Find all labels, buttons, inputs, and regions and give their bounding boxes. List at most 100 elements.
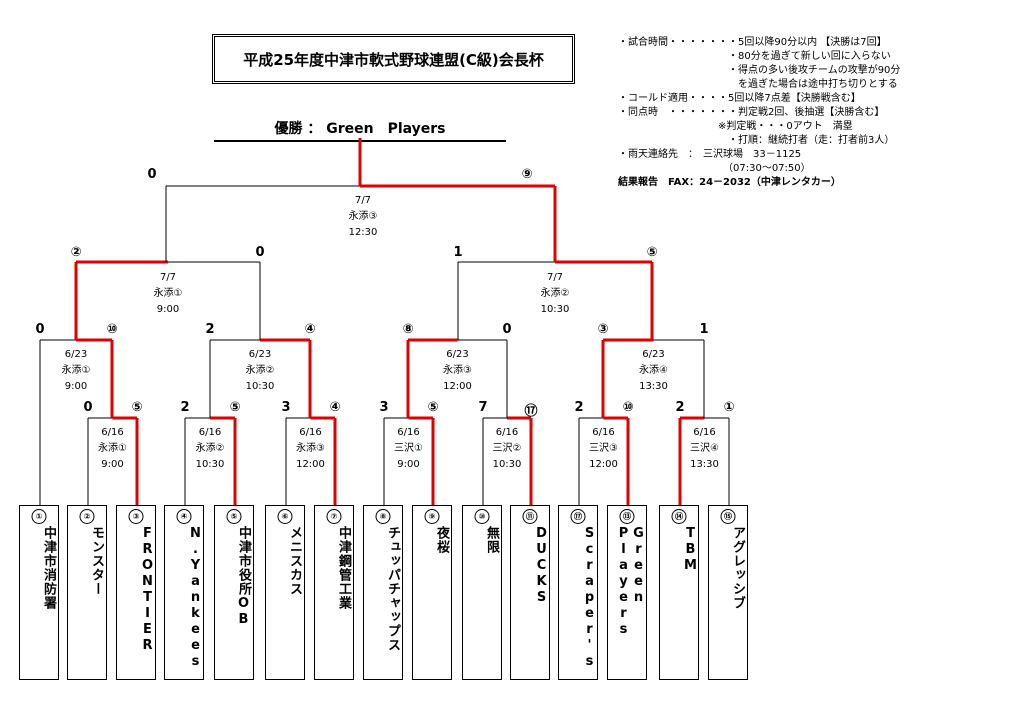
team-seed: ③ [128,509,144,524]
match-venue: 三沢④ [690,443,719,454]
match-date: 6/16 [299,427,322,438]
match-venue: 三沢② [492,443,522,454]
team-seed: ⑥ [277,509,293,524]
match-venue: 永添③ [348,211,378,222]
match-date: 6/16 [693,427,716,438]
team-name: TBM [683,526,698,574]
match-date: 6/23 [248,349,272,360]
match-venue: 永添③ [443,365,472,376]
rule-line: ※判定戦・・・0アウト 満塁 [618,121,853,132]
team-seed: ⑭ [671,509,687,524]
team-name: チュッパチャップス [385,526,400,652]
score-label: ⑤ [427,400,439,415]
match-venue: 永添② [195,443,225,454]
match-date: 7/7 [354,195,372,206]
match-time: 10:30 [492,459,522,470]
match-info: 7/7 永添① 9:00 [154,270,183,318]
team-name: FRONTIER [140,526,155,654]
match-venue: 永添② [540,288,570,299]
team-name: メニスカス [287,526,302,596]
score-label: 2 [205,322,215,337]
score-label: 0 [255,245,265,260]
team-seed: ⑬ [619,509,635,524]
team-seed: ⑦ [326,509,342,524]
match-venue: 永添① [153,288,183,299]
team-box: ③ FRONTIER [116,505,156,680]
score-label: 2 [675,400,685,415]
team-name: 中津市消防署 [41,526,56,610]
score-label: ③ [597,322,609,337]
rules-notes: ・試合時間・・・・・・・5回以降90分以内 【決勝は7回】 ・80分を過ぎて新し… [618,36,918,190]
match-time: 9:00 [101,459,124,470]
rule-line: を過ぎた場合は途中打ち切りとする [618,79,898,90]
rule-line-report: 結果報告 FAX：24－2032（中津レンタカー） [618,177,841,188]
match-venue: 永添① [98,443,127,454]
match-date: 6/23 [642,349,665,360]
rule-line: （07:30～07:50） [618,163,811,174]
match-venue: 永添③ [296,443,325,454]
match-time: 12:00 [443,381,472,392]
match-date: 7/7 [159,272,177,283]
match-venue: 三沢③ [589,443,618,454]
team-seed: ⑤ [226,509,242,524]
team-box: ⑥ メニスカス [265,505,305,680]
team-name: アグレッシブ [730,526,745,610]
rule-line: ・同点時 ・・・・・・・判定戦2回、後抽選【決勝含む】 [618,107,885,118]
score-label: 0 [83,400,93,415]
team-name: N.Yankees [188,526,203,670]
match-time: 10:30 [245,381,275,392]
score-label: ⑤ [131,400,143,415]
team-box: ⑬ Green Players [607,505,647,680]
rule-line: ・コールド適用・・・・5回以降7点差【決勝戦含む】 [618,93,861,104]
score-label: 3 [281,400,291,415]
team-name: 中津市役所OB [236,526,251,628]
score-label: ⑨ [521,167,533,182]
score-label: 0 [147,167,157,182]
team-seed: ② [79,509,95,524]
match-venue: 三沢① [394,443,423,454]
match-date: 7/7 [546,272,564,283]
team-name: 夜桜 [434,526,449,554]
match-time: 9:00 [64,381,88,392]
rule-line: ・試合時間・・・・・・・5回以降90分以内 【決勝は7回】 [618,37,887,48]
team-name: Green Players [616,526,646,638]
score-label: ⑩ [622,400,634,415]
match-time: 13:30 [639,381,668,392]
score-label: 7 [478,400,488,415]
match-time: 12:30 [348,227,378,238]
score-label: ⑧ [402,322,414,337]
match-time: 9:00 [156,304,180,315]
team-box: ② モンスター [67,505,107,680]
rule-line: ・80分を過ぎて新しい回に入らない [618,51,891,62]
score-label: 0 [35,322,45,337]
score-label: ④ [329,400,341,415]
match-date: 6/16 [592,427,615,438]
score-label: 2 [180,400,190,415]
rule-line: ・打順：継続打者（走：打者前3人） [618,135,895,146]
team-name: モンスター [89,526,104,596]
team-seed: ⑨ [424,509,440,524]
team-name: DUCKS [534,526,549,606]
score-label: 2 [574,400,584,415]
team-box: ④ N.Yankees [164,505,204,680]
team-seed: ④ [176,509,192,524]
match-date: 6/23 [64,349,88,360]
team-seed: ⑰ [570,509,586,524]
team-box: ⑭ TBM [659,505,699,680]
